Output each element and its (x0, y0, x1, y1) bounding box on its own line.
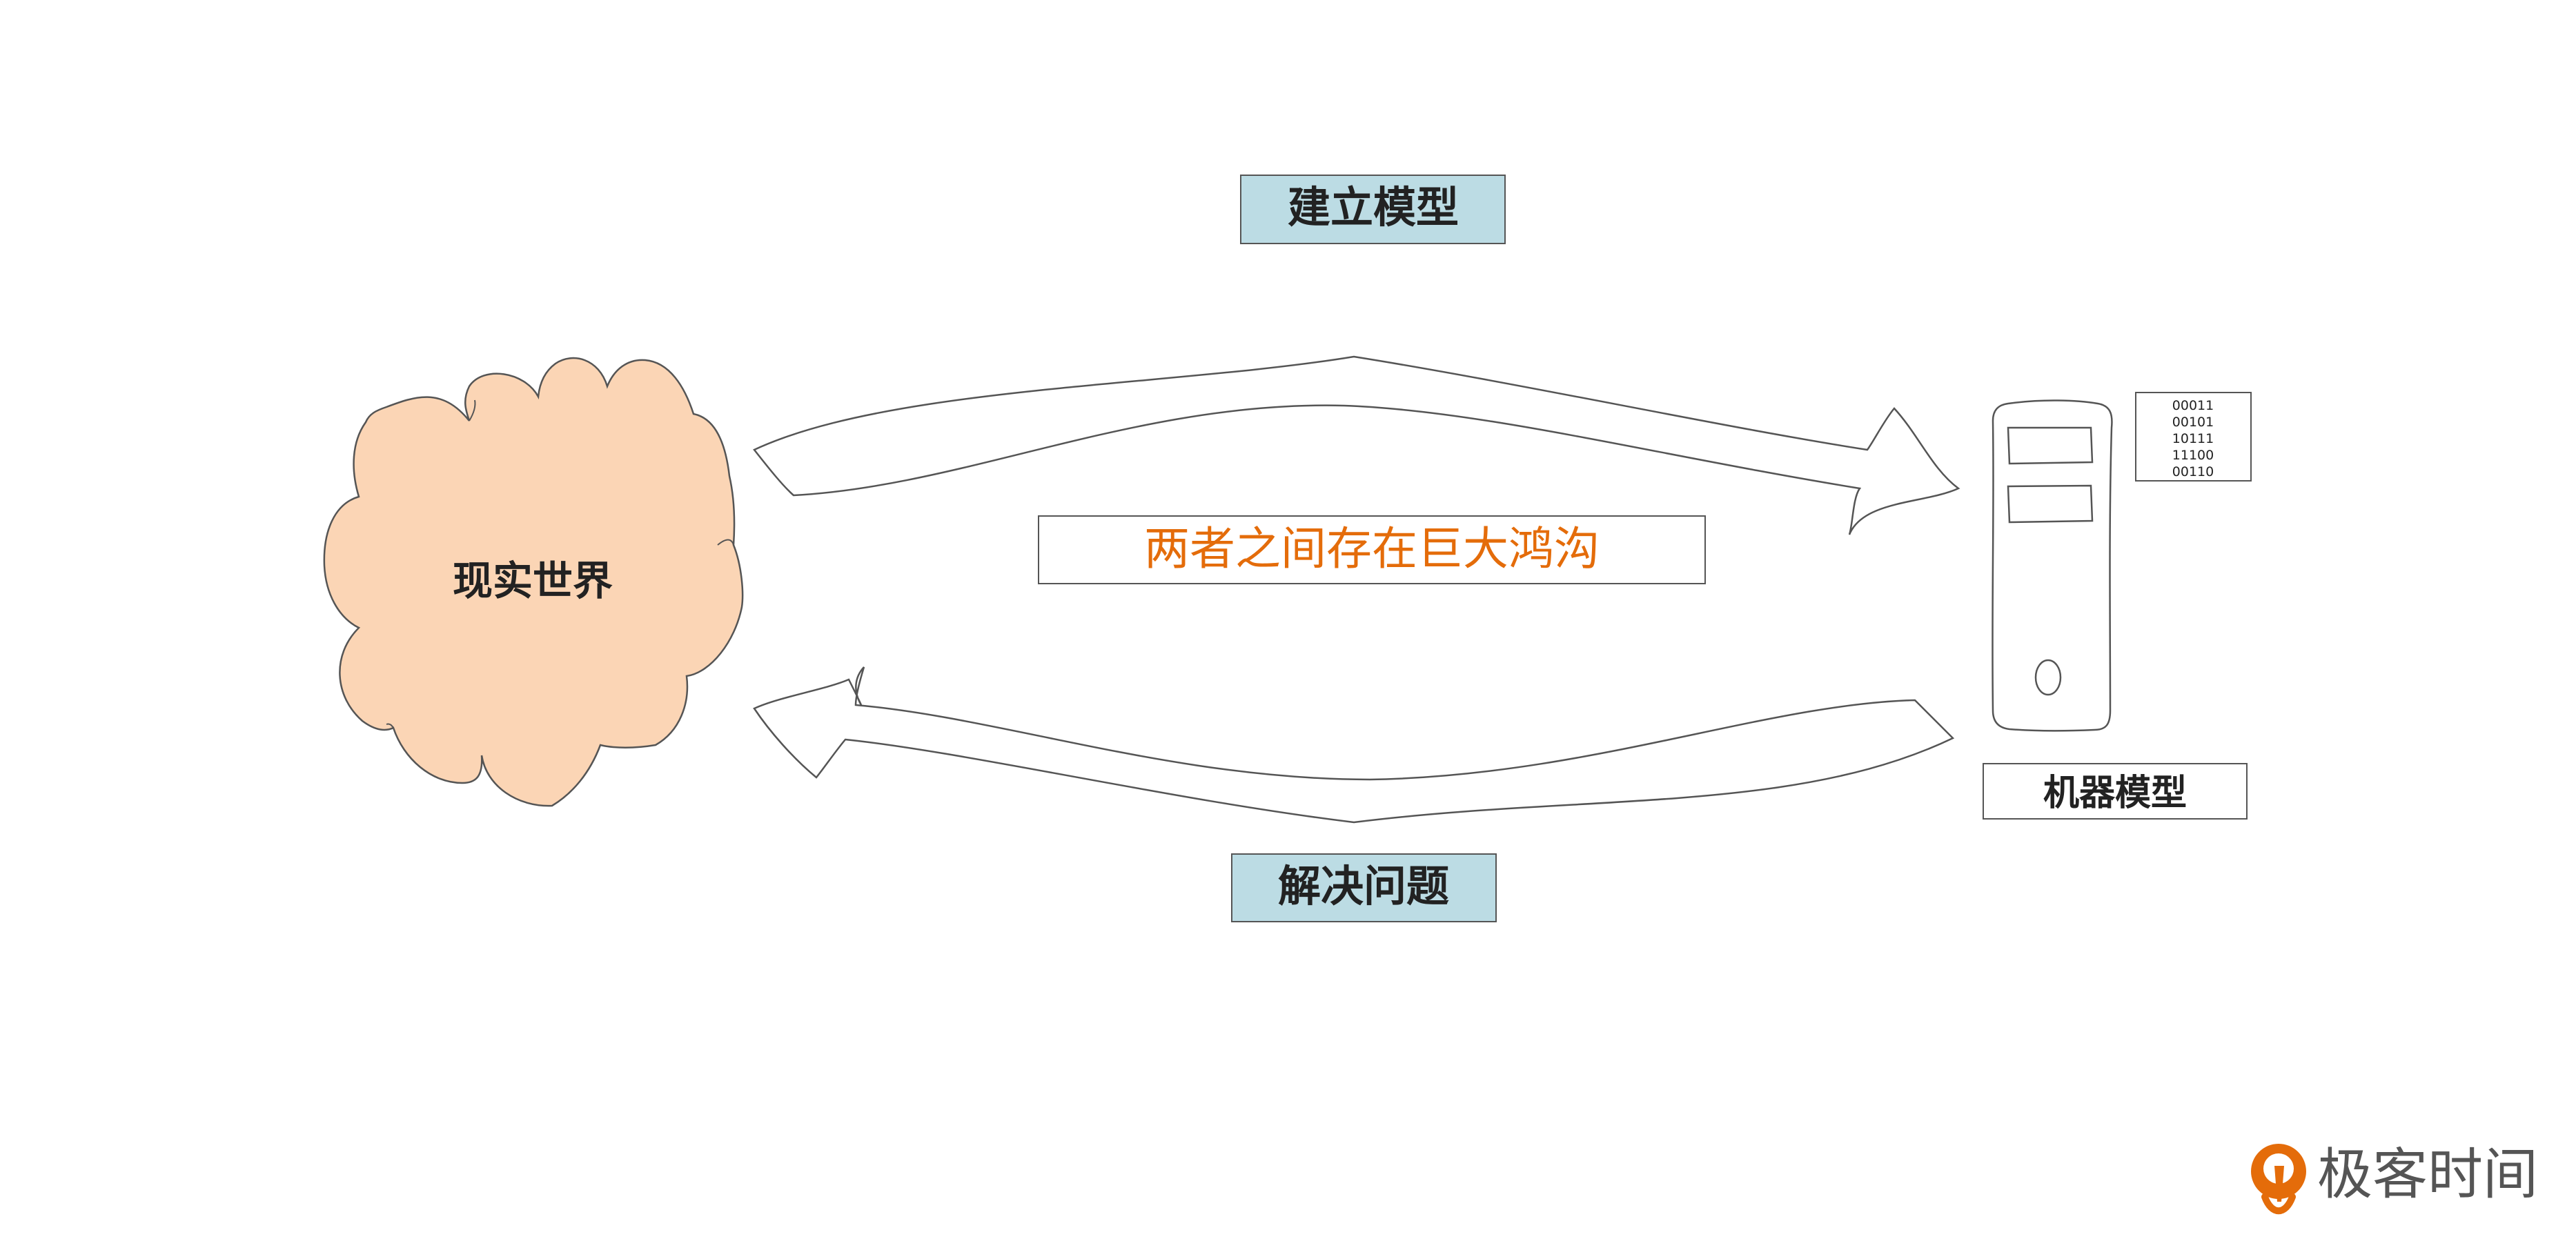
real-world-label: 现实世界 (453, 557, 613, 604)
geektime-logo-icon (2251, 1144, 2306, 1214)
gap-label: 两者之间存在巨大鸿沟 (1144, 522, 1600, 575)
geektime-logo: 极客时间 (2251, 1142, 2538, 1214)
cloud-crease-3 (386, 723, 394, 728)
gap-label-box: 两者之间存在巨大鸿沟 (1038, 515, 1706, 584)
machine-model-label-bg (1983, 763, 2248, 820)
tower-drive-bay-1 (2007, 426, 2094, 465)
binary-line: 11100 (2172, 448, 2214, 463)
binary-line: 00101 (2172, 415, 2214, 430)
cloud-shape (323, 357, 744, 807)
binary-line: 10111 (2172, 431, 2214, 446)
binary-data-bg (2135, 392, 2252, 482)
solve-problem-label: 解决问题 (1278, 861, 1449, 911)
tower-body (1992, 399, 2113, 732)
cloud-crease-1 (469, 399, 476, 421)
machine-model-label: 机器模型 (2043, 773, 2187, 814)
binary-data-box: 00011 00101 10111 11100 00110 (2135, 392, 2252, 482)
arrow-to-real-world (753, 666, 1955, 824)
arrow-to-machine (753, 355, 1960, 535)
real-world-cloud: 现实世界 (323, 357, 744, 807)
binary-line: 00110 (2172, 464, 2214, 479)
build-model-label: 建立模型 (1288, 182, 1459, 232)
binary-line: 00011 (2172, 398, 2214, 413)
build-model-label-box: 建立模型 (1240, 175, 1506, 244)
tower-power-button-icon (2034, 659, 2062, 696)
solve-problem-label-bg (1231, 853, 1497, 922)
solve-problem-label-box: 解决问题 (1231, 853, 1497, 922)
tower-drive-bay-2 (2007, 484, 2094, 524)
build-model-label-bg (1240, 175, 1506, 244)
geektime-logo-text: 极客时间 (2317, 1142, 2538, 1207)
machine-model-label-box: 机器模型 (1983, 763, 2248, 820)
cloud-crease-2 (717, 539, 734, 546)
computer-tower-icon (1992, 399, 2113, 732)
gap-label-bg (1038, 515, 1706, 584)
